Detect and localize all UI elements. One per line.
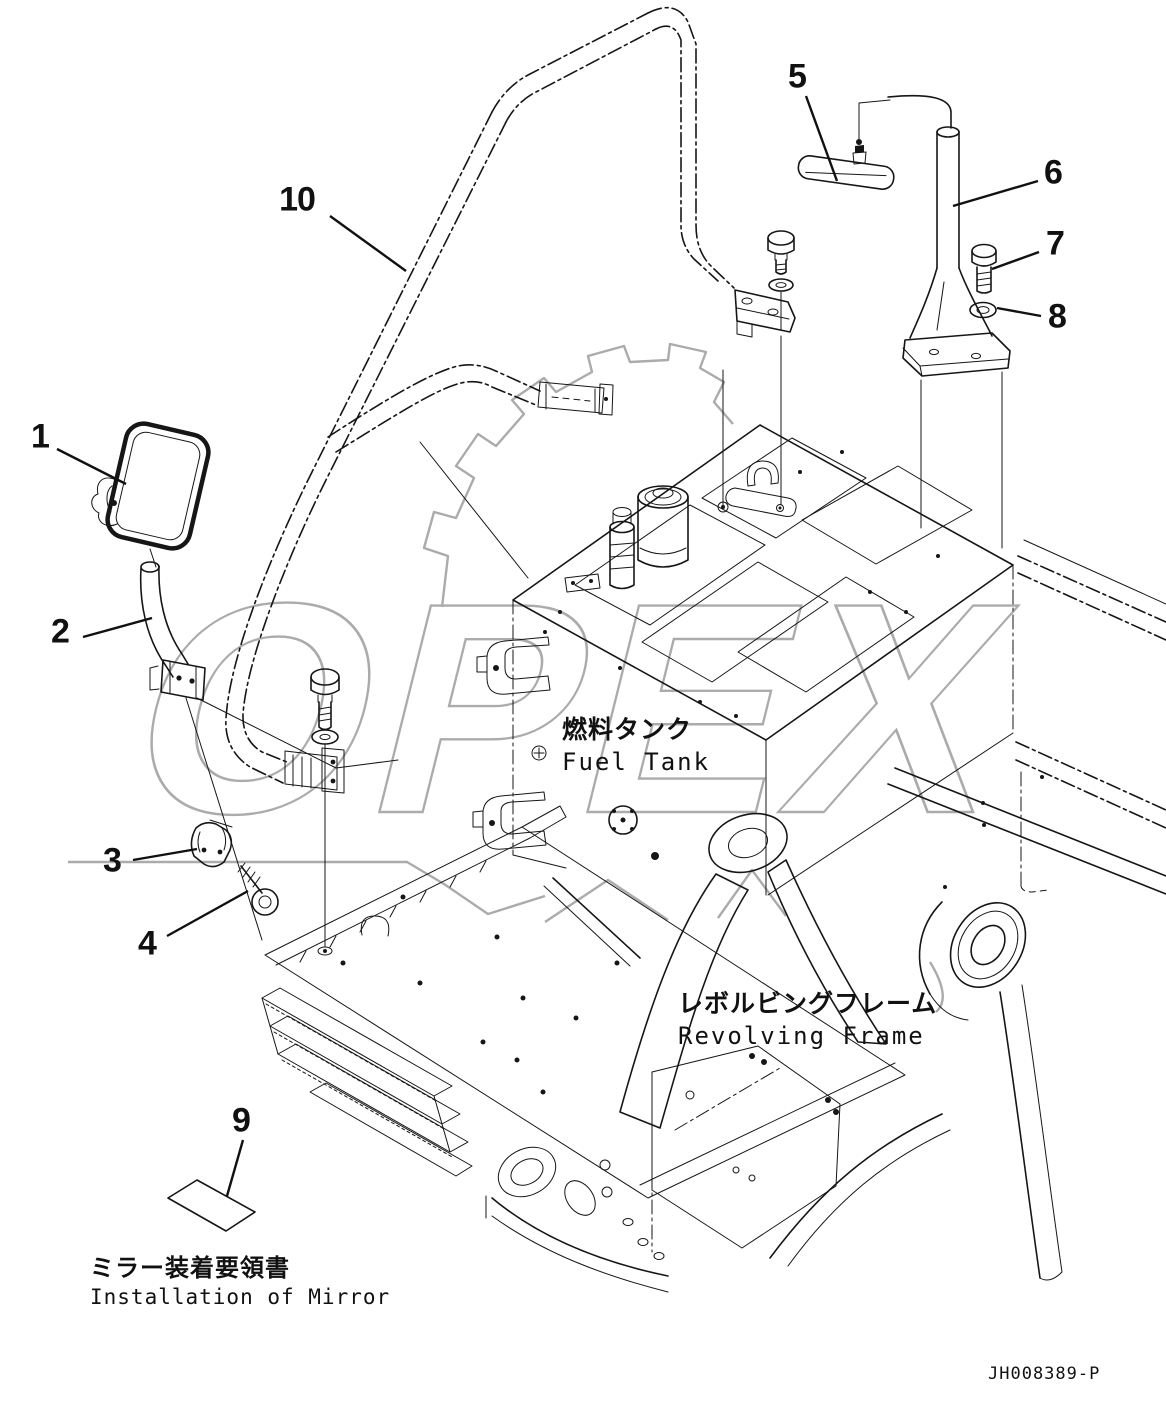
leader-line-5 — [804, 95, 839, 182]
leader-line-8 — [996, 306, 1042, 318]
callout-3: 3 — [103, 841, 122, 880]
mirror-assembly — [91, 421, 399, 941]
revolving-frame-structure — [261, 539, 1166, 1293]
leader-lines — [56, 95, 1042, 1197]
fuel-tank-label: 燃料タンク Fuel Tank — [562, 710, 710, 776]
leader-line-9 — [225, 1139, 245, 1197]
revolving-frame-label: レボルビングフレーム Revolving Frame — [678, 984, 937, 1050]
revolving-frame-label-ja: レボルビングフレーム — [678, 989, 938, 1018]
bolt-washer-top — [722, 230, 795, 506]
fuel-tank-label-en: Fuel Tank — [562, 748, 711, 776]
leader-line-7 — [991, 250, 1040, 271]
callout-6: 6 — [1044, 153, 1063, 192]
callout-9: 9 — [232, 1101, 251, 1140]
callout-10: 10 — [279, 180, 316, 219]
handrail-tube — [225, 6, 796, 794]
revolving-frame-label-en: Revolving Frame — [678, 1022, 925, 1050]
leader-line-10 — [329, 215, 407, 272]
watermark-text: OPEX — [102, 540, 1051, 876]
label-plate — [167, 1179, 256, 1232]
watermark-graphics: OPEX — [68, 342, 1053, 1013]
callout-1: 1 — [31, 417, 50, 456]
leader-line-4 — [166, 889, 249, 938]
fuel-tank-label-ja: 燃料タンク — [562, 715, 693, 744]
fuel-tank — [472, 424, 1014, 896]
leader-line-2 — [82, 616, 153, 639]
leader-line-1 — [56, 447, 127, 486]
doc-title: ミラー装着要領書 Installation of Mirror — [90, 1248, 390, 1309]
upper-mirror-and-stand — [797, 94, 1011, 549]
callout-7: 7 — [1046, 224, 1065, 263]
tank-hinge — [476, 636, 551, 695]
bolt-washer-left — [310, 668, 340, 956]
callout-4: 4 — [138, 924, 157, 963]
leader-line-6 — [952, 179, 1039, 208]
deck-steps — [261, 987, 473, 1177]
doc-title-en: Installation of Mirror — [90, 1285, 391, 1309]
drawing-number: JH008389-P — [988, 1364, 1101, 1384]
doc-title-ja: ミラー装着要領書 — [90, 1254, 290, 1282]
tank-hinge — [472, 791, 547, 850]
callout-5: 5 — [788, 57, 807, 96]
callout-8: 8 — [1048, 297, 1067, 336]
callout-2: 2 — [51, 612, 70, 651]
rail-section — [327, 364, 614, 579]
leader-line-3 — [132, 847, 198, 862]
